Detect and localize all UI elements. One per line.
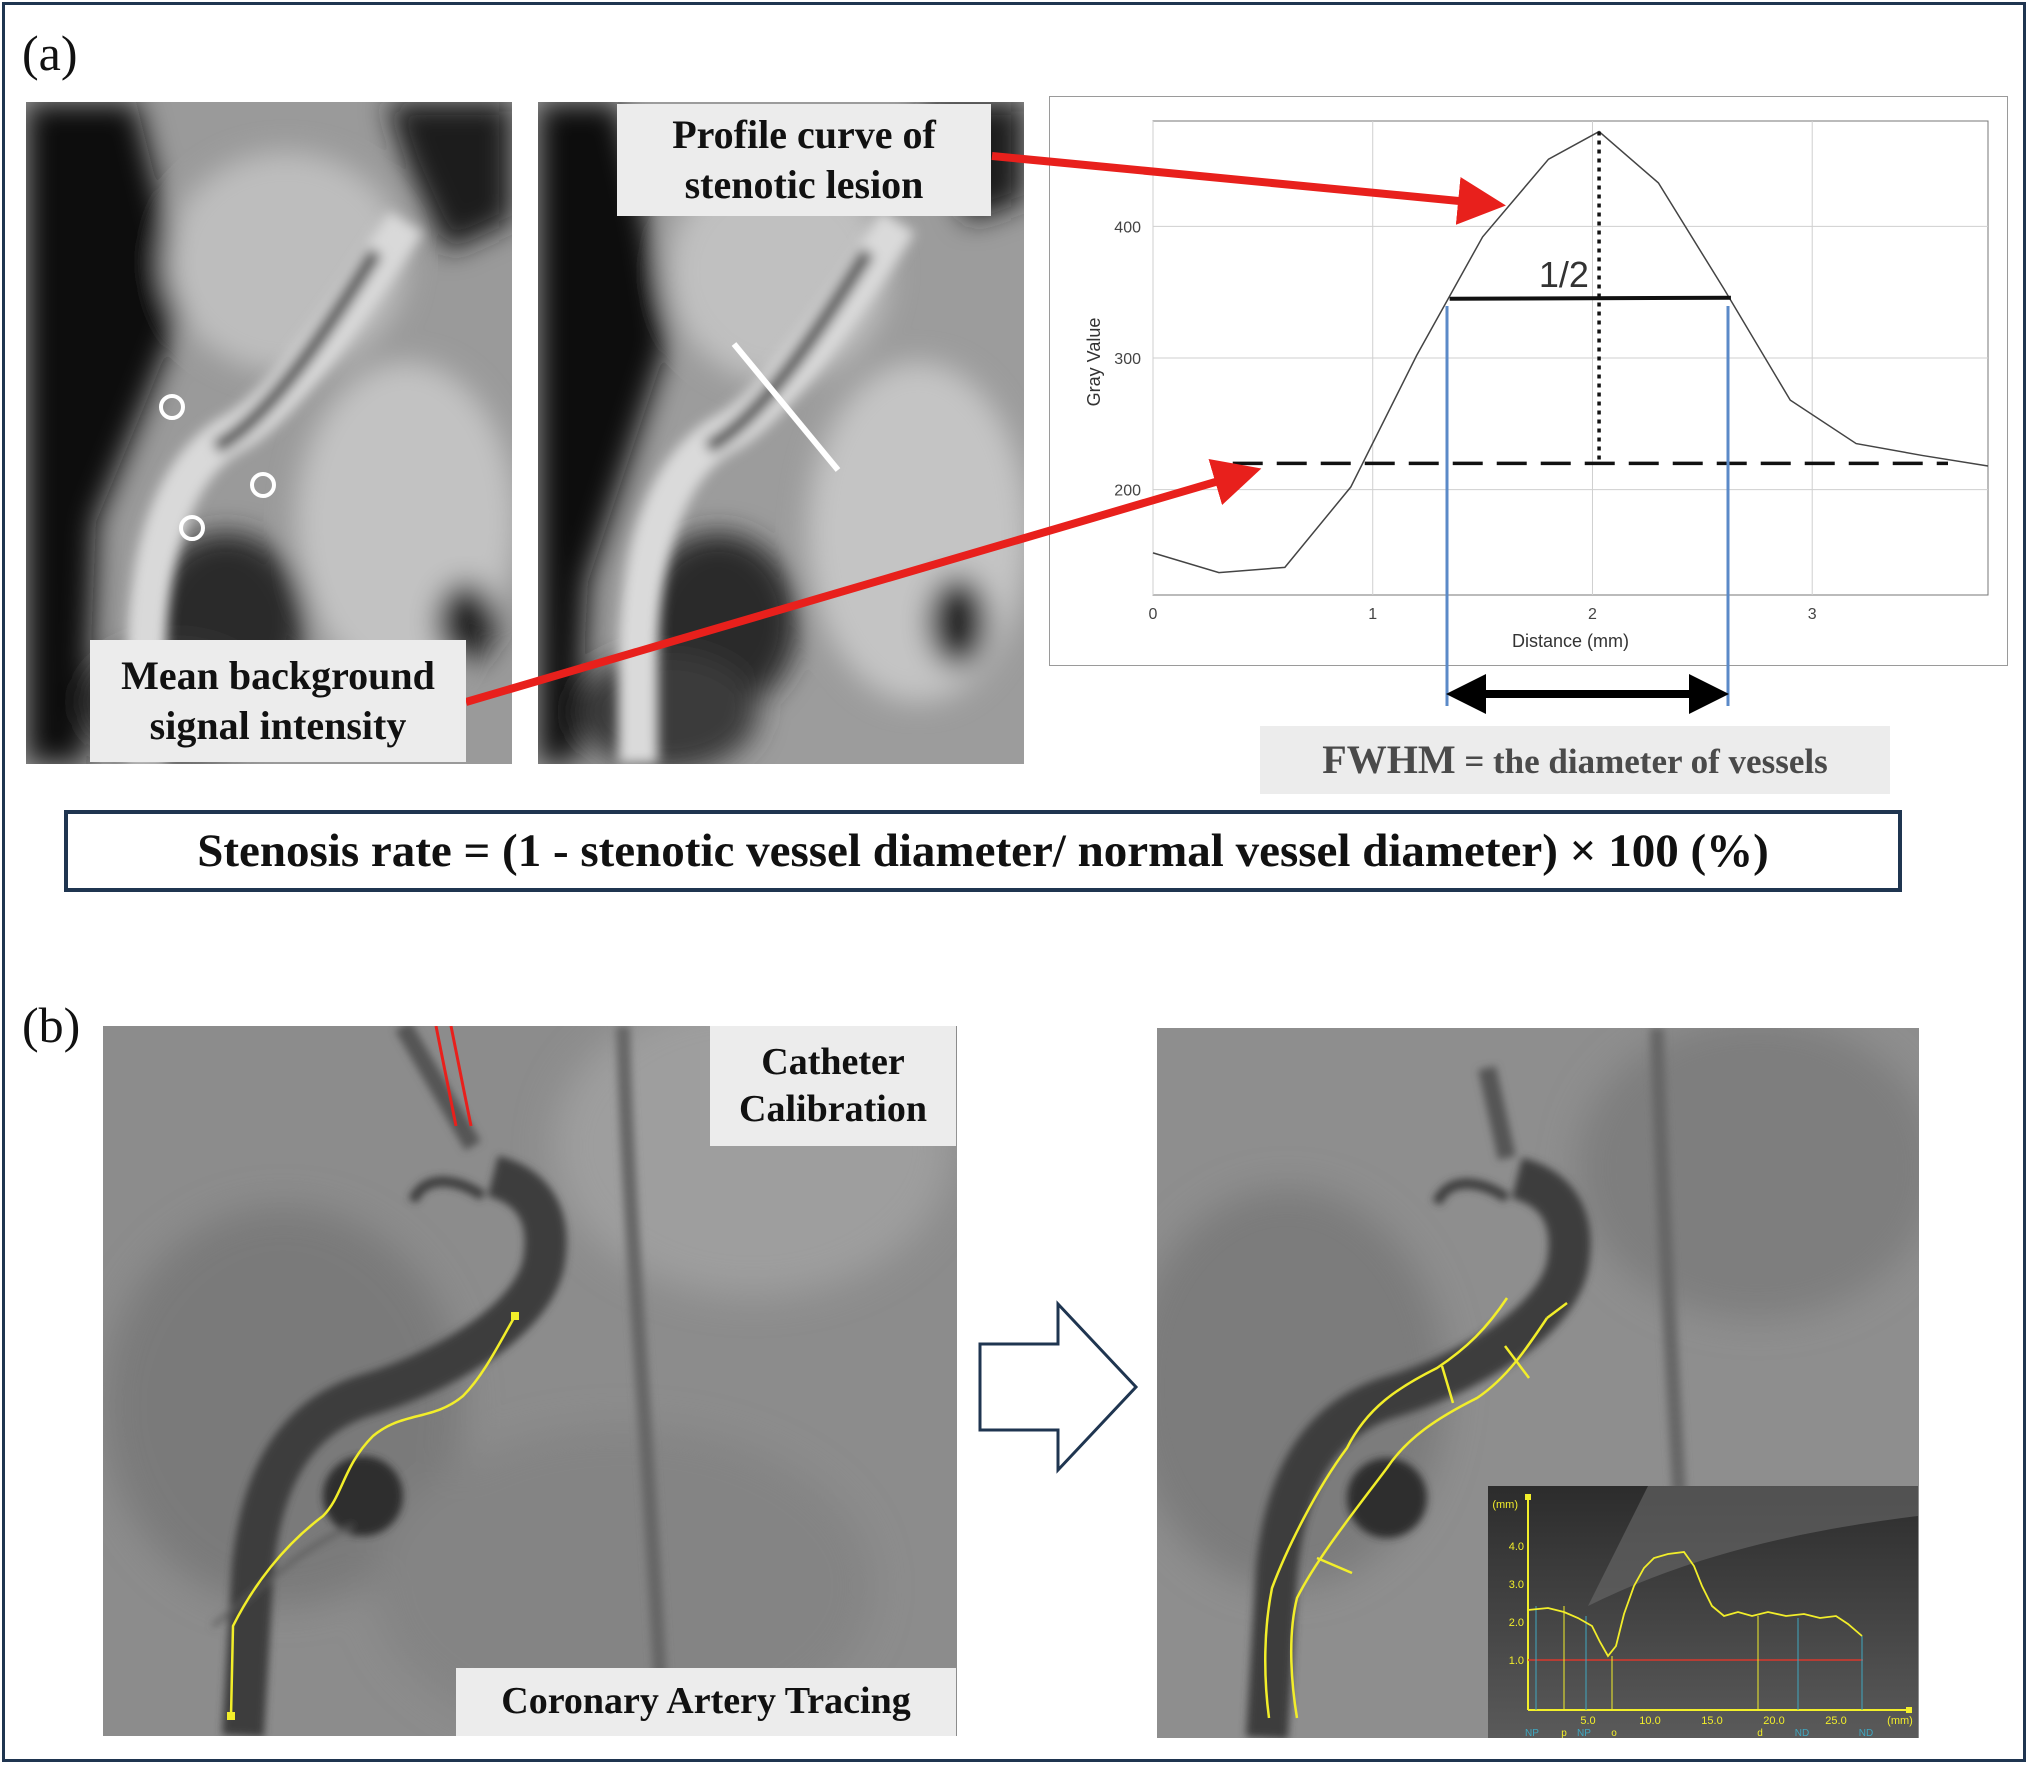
fwhm-definition: = the diameter of vessels [1455, 742, 1828, 781]
profile-curve-line [1152, 130, 1989, 574]
svg-text:10.0: 10.0 [1639, 1715, 1660, 1727]
roi-circle-2 [250, 472, 276, 498]
vessel-contour-outer [1289, 1317, 1549, 1719]
y-axis-label: Gray Value [1084, 318, 1104, 407]
svg-text:d: d [1757, 1728, 1763, 1738]
panel-b-label: (b) [22, 997, 81, 1053]
hollow-right-arrow [978, 1300, 1139, 1474]
roi-circle-1 [159, 394, 185, 420]
svg-text:o: o [1611, 1728, 1617, 1738]
half-max-line [1449, 295, 1731, 301]
catheter-line-2 [449, 1026, 473, 1127]
svg-text:3.0: 3.0 [1509, 1579, 1524, 1591]
svg-text:p: p [1561, 1728, 1567, 1738]
svg-text:2.0: 2.0 [1509, 1617, 1524, 1629]
y-tick-label: 200 [1114, 483, 1141, 500]
x-tick-label: 2 [1588, 606, 1597, 623]
fwhm-term: FWHM [1322, 737, 1456, 782]
svg-text:ND: ND [1859, 1728, 1873, 1738]
y-tick-label: 400 [1114, 219, 1141, 236]
trace-endpoint-top [511, 1312, 519, 1320]
svg-text:(mm): (mm) [1492, 1499, 1518, 1511]
callout-fwhm: FWHM = the diameter of vessels [1260, 726, 1890, 794]
coronary-tracing [229, 1315, 517, 1717]
svg-text:ND: ND [1795, 1728, 1809, 1738]
svg-text:15.0: 15.0 [1701, 1715, 1722, 1727]
diameter-plot-inset: 1.0 2.0 3.0 4.0 (mm) 5.0 10.0 15.0 20.0 … [1488, 1486, 1918, 1738]
svg-text:5.0: 5.0 [1580, 1715, 1595, 1727]
y-tick-label: 300 [1114, 351, 1141, 368]
vessel-contour-inner [1264, 1297, 1509, 1719]
profile-line [731, 342, 841, 472]
stenosis-formula: Stenosis rate = (1 - stenotic vessel dia… [64, 810, 1902, 892]
x-tick-label: 3 [1808, 606, 1817, 623]
svg-text:(mm): (mm) [1887, 1715, 1913, 1727]
svg-text:NP: NP [1525, 1728, 1539, 1738]
x-axis-label: Distance (mm) [1512, 631, 1629, 651]
profile-chart: 200 300 400 0 1 2 3 1/2 Gray Value Distance (… [1049, 96, 2008, 666]
x-tick-label: 1 [1368, 606, 1377, 623]
callout-tracing: Coronary Artery Tracing [456, 1668, 956, 1736]
svg-text:25.0: 25.0 [1825, 1715, 1846, 1727]
half-label: 1/2 [1539, 254, 1589, 295]
panel-a-label: (a) [22, 25, 78, 81]
svg-text:20.0: 20.0 [1763, 1715, 1784, 1727]
inset-diameter-curve [1527, 1551, 1863, 1658]
catheter-line-1 [434, 1026, 458, 1127]
roi-circle-3 [179, 515, 205, 541]
svg-text:1.0: 1.0 [1509, 1655, 1524, 1667]
svg-text:4.0: 4.0 [1509, 1541, 1524, 1553]
trace-endpoint-bottom [227, 1712, 235, 1720]
x-tick-label: 0 [1149, 606, 1158, 623]
svg-text:NP: NP [1577, 1728, 1591, 1738]
